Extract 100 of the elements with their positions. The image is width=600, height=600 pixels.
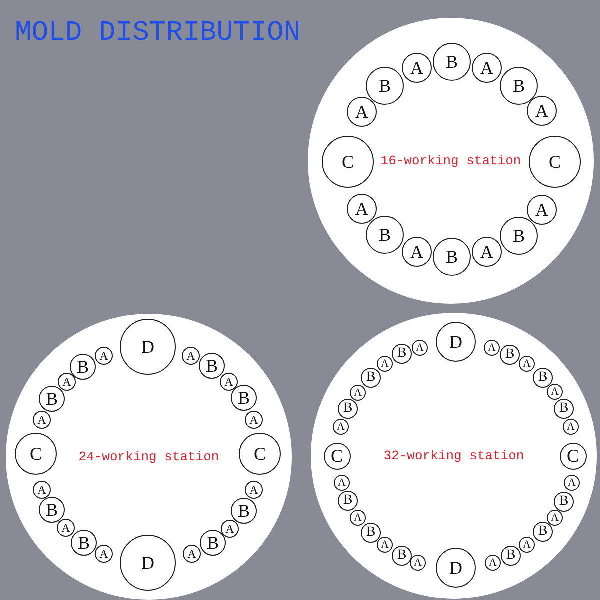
mold-circle: [334, 475, 350, 491]
mold-label: B: [559, 402, 569, 416]
mold-circle: [39, 497, 65, 523]
mold-label: B: [378, 226, 391, 244]
mold-circle: [501, 546, 521, 566]
mold-label: A: [62, 376, 72, 388]
station-label: 32-working station: [384, 450, 524, 462]
mold-circle: [533, 368, 553, 388]
mold-label: A: [354, 388, 362, 398]
mold-circle: [377, 356, 393, 372]
mold-label: D: [450, 333, 462, 351]
mold-label: A: [381, 540, 389, 550]
mold-circle: [519, 537, 535, 553]
mold-label: B: [446, 248, 458, 266]
mold-label: A: [354, 512, 362, 524]
station-label: 16-working station: [380, 154, 522, 168]
mold-label: A: [410, 243, 424, 261]
mold-label: A: [250, 414, 258, 426]
mold-circle: [485, 555, 501, 571]
mold-label: A: [338, 478, 346, 488]
mold-label: B: [76, 358, 89, 376]
mold-label: A: [38, 484, 46, 496]
mold-circle: [547, 384, 563, 400]
mold-label: C: [30, 445, 42, 463]
mold-label: A: [62, 522, 70, 534]
mold-label: A: [551, 386, 559, 398]
mold-label: A: [337, 422, 345, 432]
mold-label: A: [188, 548, 196, 560]
mold-label: A: [381, 358, 389, 370]
mold-circle: [57, 519, 75, 537]
mold-circle: [70, 354, 96, 380]
mold-circle: [366, 67, 404, 105]
mold-label: A: [356, 103, 368, 121]
mold-circle: [350, 510, 366, 526]
mold-circle: [231, 385, 257, 411]
mold-label: B: [366, 371, 376, 385]
mold-label: A: [568, 478, 576, 488]
mold-label: C: [342, 153, 354, 171]
mold-circle: [554, 492, 574, 512]
mold-circle: [361, 523, 381, 543]
mold-label: A: [523, 540, 531, 550]
diagram-title: MOLD DISTRIBUTION: [15, 20, 301, 48]
mold-circle: [33, 411, 51, 429]
mold-circle: [245, 411, 263, 429]
mold-circle: [527, 96, 557, 126]
mold-circle: [563, 419, 579, 435]
mold-label: C: [548, 153, 561, 171]
mold-label: A: [186, 350, 196, 362]
mold-label: B: [46, 390, 58, 408]
mold-circle: [58, 373, 76, 391]
mold-label: A: [523, 358, 531, 370]
mold-label: A: [551, 512, 559, 524]
mold-circle: [220, 373, 238, 391]
mold-circle: [200, 530, 226, 556]
mold-label: A: [226, 523, 234, 535]
mold-circle: [402, 237, 432, 267]
mold-circle: [231, 498, 257, 524]
mold-label: B: [446, 53, 458, 71]
mold-circle: [472, 237, 502, 267]
mold-label: A: [414, 558, 422, 568]
mold-label: B: [505, 348, 515, 362]
mold-circle: [322, 136, 374, 188]
mold-circle: [95, 347, 113, 365]
mold-circle: [245, 481, 263, 499]
mold-label: A: [416, 342, 424, 354]
mold-circle: [472, 53, 502, 83]
mold-label: A: [488, 342, 496, 354]
mold-circle: [433, 43, 471, 81]
mold-label: B: [343, 494, 353, 508]
mold-label: A: [536, 102, 548, 120]
mold-circle: [199, 353, 225, 379]
mold-circle: [564, 475, 580, 491]
mold-label: A: [356, 200, 368, 218]
mold-circle: [560, 442, 586, 470]
mold-label: A: [567, 422, 575, 432]
mold-label: B: [46, 501, 58, 519]
mold-circle: [324, 442, 350, 470]
mold-circle: [333, 419, 349, 435]
mold-label: D: [450, 559, 462, 577]
mold-label: B: [206, 534, 219, 552]
mold-circle: [350, 385, 366, 401]
mold-circle: [519, 356, 535, 372]
mold-label: A: [100, 350, 108, 362]
mold-circle: [183, 545, 201, 563]
mold-circle: [366, 216, 404, 254]
mold-circle: [500, 67, 538, 105]
mold-circle: [182, 347, 200, 365]
mold-label: B: [206, 357, 218, 375]
mold-label: B: [512, 227, 525, 245]
mold-circle: [410, 555, 426, 571]
mold-circle: [527, 195, 557, 225]
mold-circle: [347, 97, 377, 127]
mold-circle: [433, 238, 471, 276]
mold-label: A: [480, 243, 494, 261]
mold-label: A: [100, 548, 108, 560]
mold-label: C: [254, 445, 266, 463]
mold-circle: [529, 136, 581, 188]
mold-label: A: [410, 59, 424, 77]
mold-circle: [95, 545, 113, 563]
mold-label: A: [480, 59, 494, 77]
